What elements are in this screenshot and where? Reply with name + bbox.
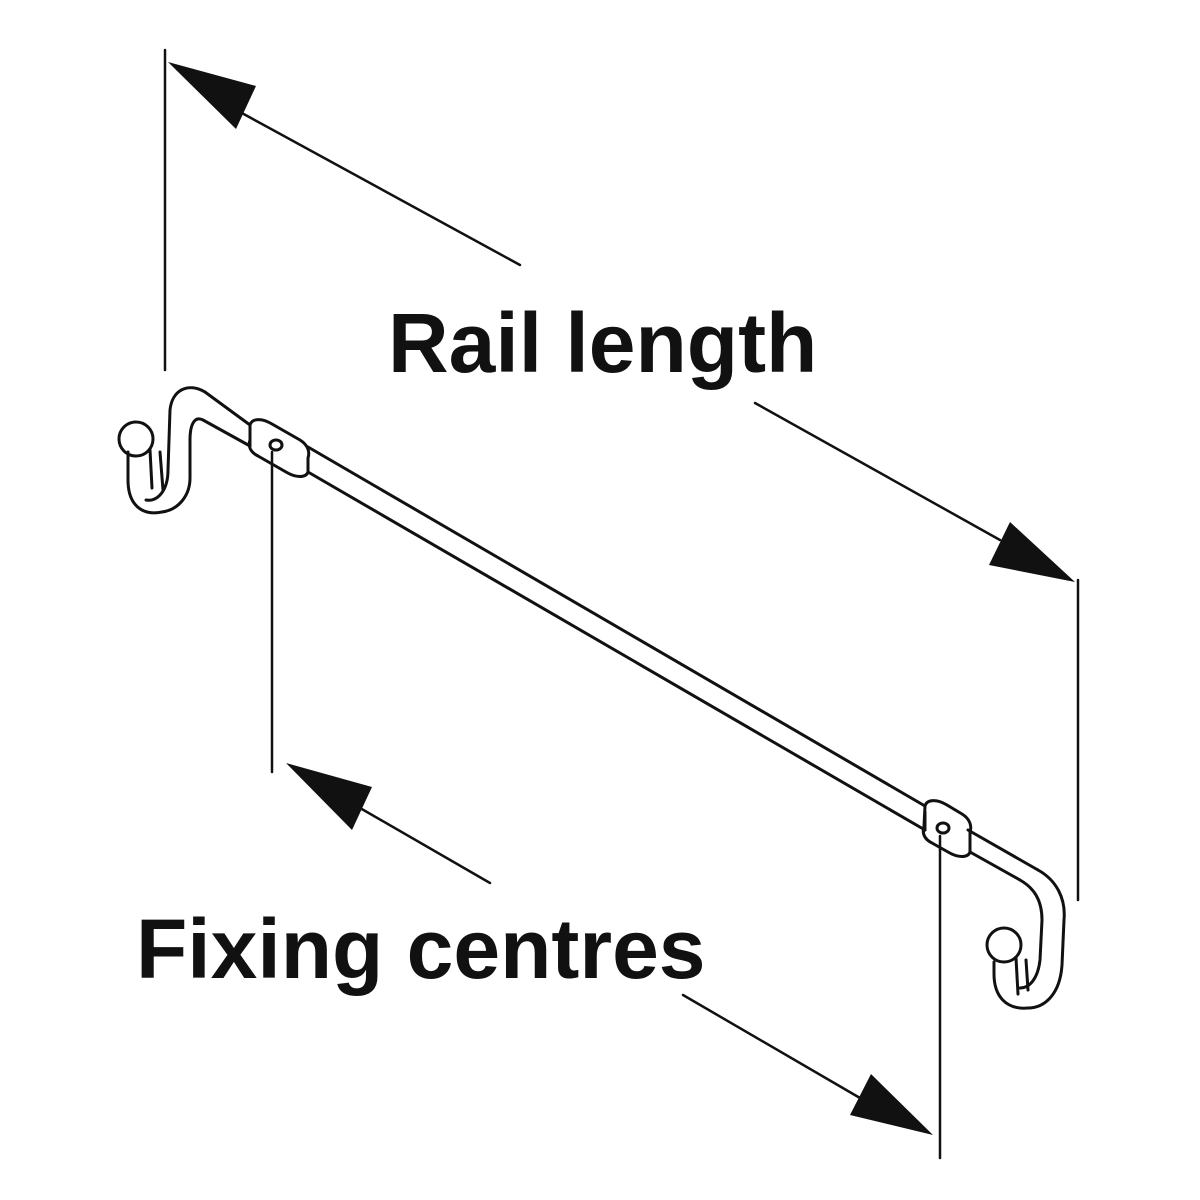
fixing-centres-dimension-line-upper <box>358 806 492 885</box>
rail-length-dimension-line-lower <box>753 401 1002 542</box>
left-fixing-hole <box>268 438 284 452</box>
fixing-centres-label: Fixing centres <box>136 902 706 996</box>
fixing-centres-dimension <box>270 450 942 1160</box>
rail-length-arrowhead-right <box>989 522 1075 582</box>
rail-length-label: Rail length <box>388 296 817 390</box>
left-hook-outer <box>144 386 207 502</box>
left-knob-stem <box>148 448 165 492</box>
right-knob-stem <box>1014 956 1030 996</box>
rail-length-dimension-line-upper <box>238 110 522 267</box>
rail-bar-bottom-edge <box>201 418 1022 882</box>
right-fixing-bracket <box>921 799 973 858</box>
right-hook-inner <box>1018 878 1044 990</box>
right-hook-knob <box>985 926 1023 964</box>
rail-length-dimension <box>163 48 1080 902</box>
rail-length-arrowhead-left <box>168 62 256 129</box>
right-fixing-hole <box>935 821 951 835</box>
left-hook-inner <box>160 417 205 514</box>
fixing-centres-dimension-line-lower <box>681 993 862 1100</box>
right-hook-underside <box>992 960 1030 1010</box>
left-hook-knob <box>117 420 155 458</box>
left-hook-underside <box>126 450 164 515</box>
left-fixing-bracket <box>247 418 311 478</box>
rail-bar-top-edge <box>203 390 1040 872</box>
rail-illustration <box>117 386 1066 1010</box>
fixing-centres-arrowhead-right <box>850 1074 933 1135</box>
fixing-centres-arrowhead-left <box>286 763 372 830</box>
right-hook-outer <box>1026 868 1066 1010</box>
